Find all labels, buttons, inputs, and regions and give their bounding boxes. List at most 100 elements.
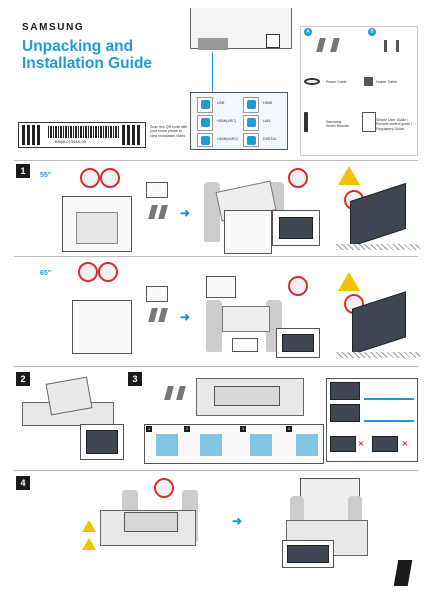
handle-detail-box <box>276 328 320 358</box>
prohibited-icon <box>288 276 308 296</box>
screw-icon <box>384 40 387 52</box>
tv-screen-illustration <box>372 436 398 452</box>
prohibited-icon <box>154 478 174 498</box>
stand-position-guide <box>364 388 414 400</box>
qr-note: Scan this QR code with your smart phone … <box>150 125 188 138</box>
qr-code-left-icon <box>22 125 42 145</box>
section-divider <box>14 256 418 257</box>
handle-detail-box <box>232 338 258 352</box>
incorrect-x-icon: ✕ <box>358 441 364 448</box>
tv-on-table-illustration <box>214 386 280 406</box>
barcode-text: BN68-21304A-00 <box>55 139 86 144</box>
barcode-icon <box>48 126 120 138</box>
title-line-2: Installation Guide <box>22 55 153 72</box>
title-line-1: Unpacking and <box>22 38 134 55</box>
port-label-right-0: LAN <box>263 119 270 123</box>
tv-stand-mount-icon <box>198 38 228 50</box>
substep-number: 2 <box>184 426 190 432</box>
tv-on-table-illustration <box>124 512 178 532</box>
caution-icon <box>82 520 96 532</box>
substep-number: 3 <box>240 426 246 432</box>
arrow-right-icon: ➜ <box>232 514 243 528</box>
handle-detail-box <box>282 540 334 568</box>
stand-insert-illustration <box>250 434 272 456</box>
step-number: 2 <box>16 372 30 386</box>
stand-leg-icon <box>158 205 168 219</box>
stand-insert-illustration <box>200 434 222 456</box>
tv-size-label: 55" <box>40 172 52 179</box>
floor-hatch <box>336 244 420 250</box>
page-corner-flag <box>393 560 413 586</box>
component-label-remote: Samsung Smart Remote <box>326 120 350 129</box>
prohibited-icon <box>78 262 98 282</box>
tv-lift-illustration <box>222 306 270 332</box>
power-socket-icon <box>266 34 280 48</box>
packaging-box-illustration <box>72 300 132 354</box>
tv-screen-illustration <box>86 430 118 454</box>
tv-screen-illustration <box>279 217 313 239</box>
optical-port-icon <box>246 136 256 145</box>
box-lid-illustration <box>206 276 236 298</box>
section-divider <box>14 470 418 471</box>
handle-detail-box <box>272 210 320 246</box>
tv-screen-illustration <box>282 334 314 352</box>
tv-size-label: 65" <box>40 270 52 277</box>
component-label-power-cable: Power Cable <box>326 80 347 84</box>
accessory-box-icon <box>146 182 168 198</box>
power-cable-icon <box>304 78 320 85</box>
holder-cable-icon <box>364 77 373 86</box>
port-label-mid-2: HDMI(eARC) <box>217 137 239 141</box>
barcode-strip <box>18 122 146 148</box>
person-left-illustration <box>206 300 222 352</box>
stand-leg-icon <box>164 386 174 400</box>
arrow-right-icon: ➜ <box>180 206 191 220</box>
prohibited-icon <box>80 168 100 188</box>
prohibited-icon <box>98 262 118 282</box>
screw-icon <box>396 40 399 52</box>
page-title: Unpacking and Installation Guide <box>22 38 152 72</box>
incorrect-x-icon: ✕ <box>402 441 408 448</box>
prohibited-icon <box>288 168 308 188</box>
prohibited-icon <box>100 168 120 188</box>
component-label-holder-cable: Holder Cable <box>376 80 397 84</box>
connection-line <box>212 52 213 92</box>
hdmi-port-icon <box>200 118 210 127</box>
tv-screen-illustration <box>330 436 356 452</box>
stand-position-guide <box>364 410 414 422</box>
stand-leg-icon <box>176 386 186 400</box>
stand-insert-illustration <box>296 434 318 456</box>
components-panel <box>300 26 418 156</box>
packaging-base-illustration <box>224 210 272 254</box>
stand-leg-icon <box>158 308 168 322</box>
component-badge-a: A <box>304 28 312 36</box>
warning-icon <box>338 272 360 291</box>
step-number: 1 <box>16 164 30 178</box>
accessory-box-icon <box>146 286 168 302</box>
tv-face-down-detail <box>80 424 124 460</box>
usb-port-icon <box>200 100 210 109</box>
section-divider <box>14 160 418 161</box>
step-number: 4 <box>16 476 30 490</box>
step-number: 3 <box>128 372 142 386</box>
lan-port-icon <box>246 118 256 127</box>
arrow-right-icon: ➜ <box>180 310 191 324</box>
port-label-left-0: USB <box>217 101 225 105</box>
tv-screen-illustration <box>287 545 329 563</box>
port-panel: USB HDMI(ARC) HDMI(eARC) HDMI LAN DIGITA… <box>190 92 288 150</box>
brand-logo: SAMSUNG <box>22 22 85 33</box>
hdmi-port-icon <box>246 100 256 109</box>
port-label-right-2: DIGITAL <box>263 137 277 141</box>
stand-leg-icon <box>148 308 158 322</box>
substep-number: 4 <box>286 426 292 432</box>
component-badge-b: B <box>368 28 376 36</box>
tv-screen-illustration <box>330 382 360 400</box>
substep-number: 1 <box>146 426 152 432</box>
tv-screen-illustration <box>330 404 360 422</box>
port-label-mid-0: HDMI <box>263 101 273 105</box>
port-label-mid-1: HDMI(ARC) <box>217 119 237 123</box>
stand-insert-illustration <box>156 434 178 456</box>
remote-control-icon <box>304 112 308 132</box>
section-divider <box>14 366 418 367</box>
hdmi-port-icon <box>200 136 210 145</box>
component-label-guides: Simple User Guide / Remote control guide… <box>376 118 413 131</box>
